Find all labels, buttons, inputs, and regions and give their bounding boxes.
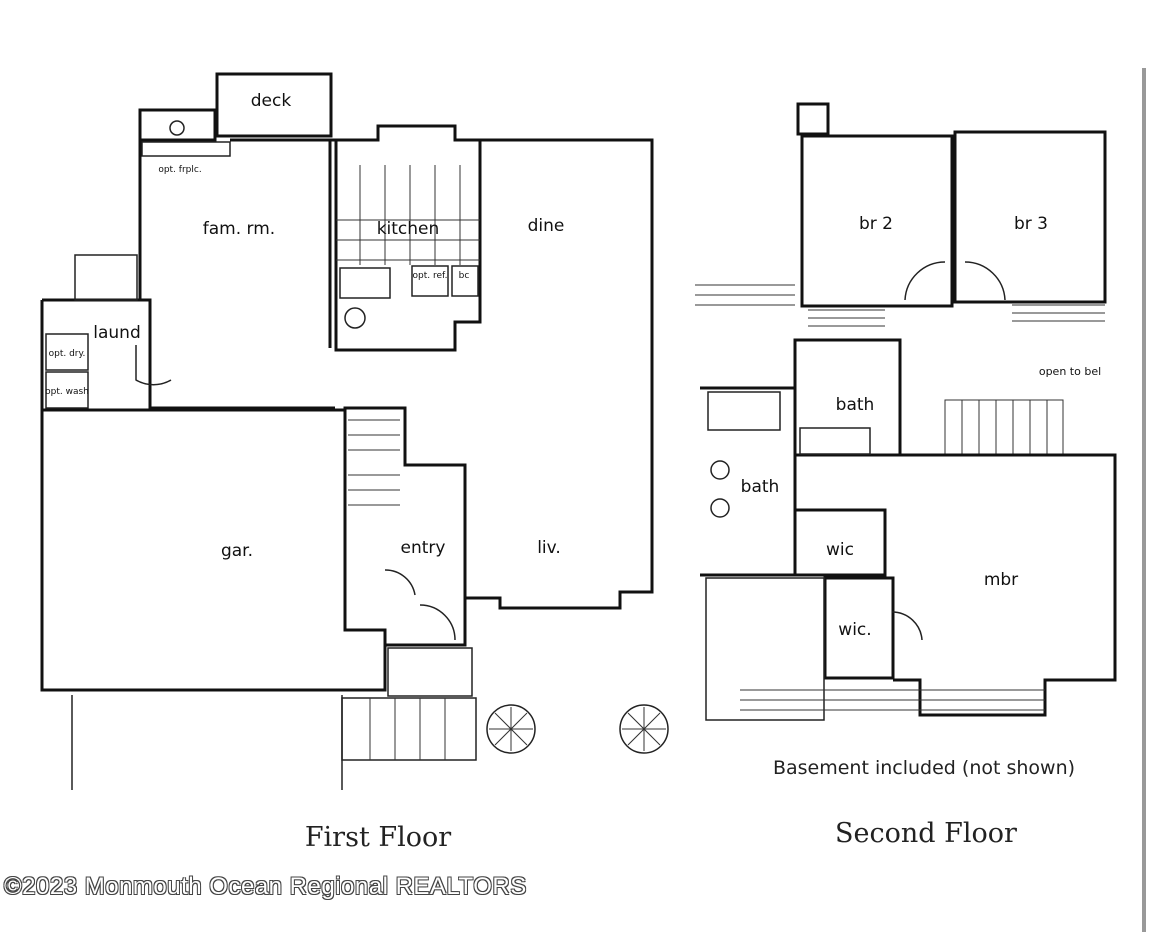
br3-door-swing (964, 261, 1006, 301)
bc-space (451, 265, 479, 297)
entry-door-swing (419, 604, 456, 641)
porch-roof-outline (705, 577, 825, 721)
bedroom-3-walls (953, 130, 1107, 304)
second-floor-stairs (944, 399, 1064, 456)
washer-space (45, 371, 89, 409)
room-label-opt-wash: opt. wash (45, 387, 89, 397)
closet-hatch (808, 304, 1105, 327)
sink-icon (710, 460, 730, 480)
entry-walls (343, 406, 467, 647)
room-label-entry: entry (401, 538, 446, 558)
kitchen-floor-tile (336, 165, 480, 265)
first-floor-stairs (348, 419, 400, 506)
bedroom-2-walls (800, 134, 954, 308)
basement-note: Basement included (not shown) (773, 757, 1075, 779)
range-icon (339, 267, 391, 299)
fireplace-icon (169, 120, 185, 136)
dine-living-walls (465, 138, 654, 610)
room-label-dine: dine (528, 216, 565, 236)
sink-icon (710, 498, 730, 518)
ref-space (411, 265, 449, 297)
roof-hatch (695, 284, 1045, 711)
room-label-opt-ref: opt. ref. (413, 271, 448, 281)
fireplace-hearth (141, 141, 231, 157)
tub-icon (799, 427, 871, 455)
chimney-outline (796, 102, 830, 136)
room-label-bc: bc (459, 271, 470, 281)
room-label-liv: liv. (537, 538, 561, 558)
front-stoop (387, 647, 473, 697)
laundry-door-swing (135, 345, 172, 386)
room-label-wic-1: wic (826, 540, 854, 560)
room-label-gar: gar. (221, 541, 253, 561)
family-room-top-wall (230, 138, 332, 348)
br2-door-swing (904, 261, 946, 301)
room-label-br2: br 2 (859, 214, 893, 234)
front-walk (341, 697, 477, 761)
room-label-br3: br 3 (1014, 214, 1048, 234)
main-bath-walls (700, 386, 797, 577)
room-label-bath-hall: bath (836, 395, 875, 415)
room-label-deck: deck (251, 91, 292, 111)
master-bedroom-walls (893, 453, 1117, 717)
room-label-mbr: mbr (984, 570, 1018, 590)
sink-icon (344, 307, 366, 329)
room-label-wic-2: wic. (838, 620, 871, 640)
family-room-walls (138, 140, 335, 410)
deck-outline (215, 72, 333, 138)
scan-edge (1142, 68, 1146, 932)
shrub-icon (486, 704, 536, 754)
room-label-fam-rm: fam. rm. (203, 219, 275, 239)
wic-door-swing (891, 611, 923, 641)
shrub-icon (619, 704, 669, 754)
room-label-laund: laund (93, 323, 140, 343)
first-floor-plan: deck opt. frplc. fam. rm. kitchen dine o… (40, 72, 669, 853)
dryer-space (45, 333, 89, 371)
room-label-opt-dry: opt. dry. (49, 349, 86, 359)
fireplace-outline (138, 108, 217, 142)
garage-walls (40, 408, 387, 692)
second-floor-plan: br 2 br 3 open to bel bath bath wic wic.… (695, 102, 1117, 849)
first-floor-caption: First Floor (305, 822, 451, 853)
copyright-watermark: ©2023 Monmouth Ocean Regional REALTORS (4, 873, 527, 900)
closet-door-swing (384, 569, 416, 596)
wic-2-walls (823, 576, 895, 680)
room-label-fireplace: opt. frplc. (158, 165, 201, 175)
room-label-bath-master: bath (741, 477, 780, 497)
second-floor-caption: Second Floor (835, 818, 1017, 849)
wic-1-walls (793, 508, 887, 577)
tub-icon (707, 391, 781, 431)
laundry-step (74, 254, 138, 301)
room-label-open-to-below: open to bel (1039, 365, 1101, 378)
room-label-kitchen: kitchen (377, 219, 440, 239)
